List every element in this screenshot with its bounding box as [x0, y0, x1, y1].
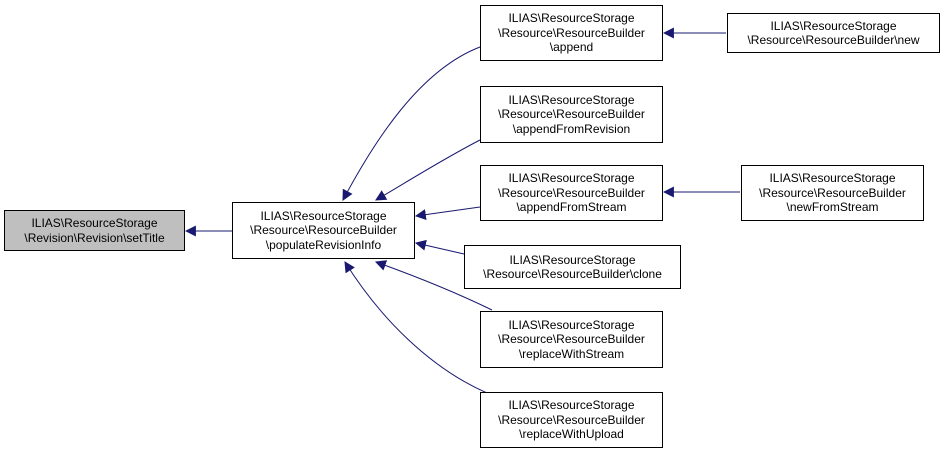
node-newfromstream-line-2: \Resource\ResourceBuilder: [759, 185, 906, 200]
node-append-line-3: \append: [549, 40, 594, 55]
node-replacewithupload[interactable]: ILIAS\ResourceStorage \Resource\Resource…: [480, 392, 663, 448]
node-appendfromstream-line-3: \appendFromStream: [516, 200, 627, 215]
node-replacewithupload-line-2: \Resource\ResourceBuilder: [498, 412, 645, 427]
node-settitle-line-1: ILIAS\ResourceStorage: [31, 216, 158, 230]
edge-replacewithupload-to-populate: [344, 261, 488, 394]
node-new-line-2: \Resource\ResourceBuilder\new: [747, 33, 920, 47]
node-appendfromrevision-line-2: \Resource\ResourceBuilder: [498, 107, 645, 122]
node-clone[interactable]: ILIAS\ResourceStorage \Resource\Resource…: [464, 245, 681, 289]
node-replacewithstream[interactable]: ILIAS\ResourceStorage \Resource\Resource…: [480, 311, 663, 368]
node-replacewithupload-line-1: ILIAS\ResourceStorage: [508, 398, 635, 413]
node-populaterevisioninfo-line-2: \Resource\ResourceBuilder: [250, 223, 397, 238]
node-appendfromstream-line-1: ILIAS\ResourceStorage: [508, 171, 635, 186]
node-appendfromrevision-line-3: \appendFromRevision: [512, 121, 631, 136]
node-replacewithstream-line-2: \Resource\ResourceBuilder: [498, 332, 645, 347]
node-replacewithupload-line-3: \replaceWithUpload: [519, 427, 624, 442]
edge-clone-to-populate: [414, 239, 465, 255]
node-append-line-2: \Resource\ResourceBuilder: [498, 25, 645, 40]
node-populaterevisioninfo[interactable]: ILIAS\ResourceStorage \Resource\Resource…: [232, 202, 415, 259]
edge-append-to-populate: [342, 46, 481, 201]
node-settitle: ILIAS\ResourceStorage \Revision\Revision…: [4, 210, 185, 251]
node-populaterevisioninfo-line-1: ILIAS\ResourceStorage: [260, 208, 387, 223]
node-populaterevisioninfo-line-3: \populateRevisionInfo: [265, 237, 382, 252]
edge-appendfromstream-to-populate: [414, 206, 481, 221]
node-clone-line-1: ILIAS\ResourceStorage: [509, 252, 636, 267]
edge-replacewithstream-to-populate: [374, 260, 493, 311]
node-appendfromrevision[interactable]: ILIAS\ResourceStorage \Resource\Resource…: [480, 86, 663, 143]
edge-appendfromrevision-to-populate: [375, 139, 481, 201]
node-replacewithstream-line-1: ILIAS\ResourceStorage: [508, 317, 635, 332]
node-append[interactable]: ILIAS\ResourceStorage \Resource\Resource…: [480, 5, 663, 61]
node-replacewithstream-line-3: \replaceWithStream: [518, 346, 625, 361]
node-new[interactable]: ILIAS\ResourceStorage \Resource\Resource…: [727, 13, 940, 53]
node-appendfromstream-line-2: \Resource\ResourceBuilder: [498, 185, 645, 200]
node-new-line-1: ILIAS\ResourceStorage: [770, 18, 897, 33]
node-newfromstream-line-1: ILIAS\ResourceStorage: [769, 171, 896, 186]
node-appendfromstream[interactable]: ILIAS\ResourceStorage \Resource\Resource…: [480, 165, 663, 221]
node-appendfromrevision-line-1: ILIAS\ResourceStorage: [508, 92, 635, 107]
node-newfromstream-line-3: \newFromStream: [786, 200, 879, 215]
node-append-line-1: ILIAS\ResourceStorage: [508, 11, 635, 26]
node-clone-line-2: \Resource\ResourceBuilder\clone: [483, 267, 662, 281]
node-newfromstream[interactable]: ILIAS\ResourceStorage \Resource\Resource…: [741, 165, 924, 221]
node-settitle-line-2: \Revision\Revision\setTitle: [24, 230, 165, 245]
